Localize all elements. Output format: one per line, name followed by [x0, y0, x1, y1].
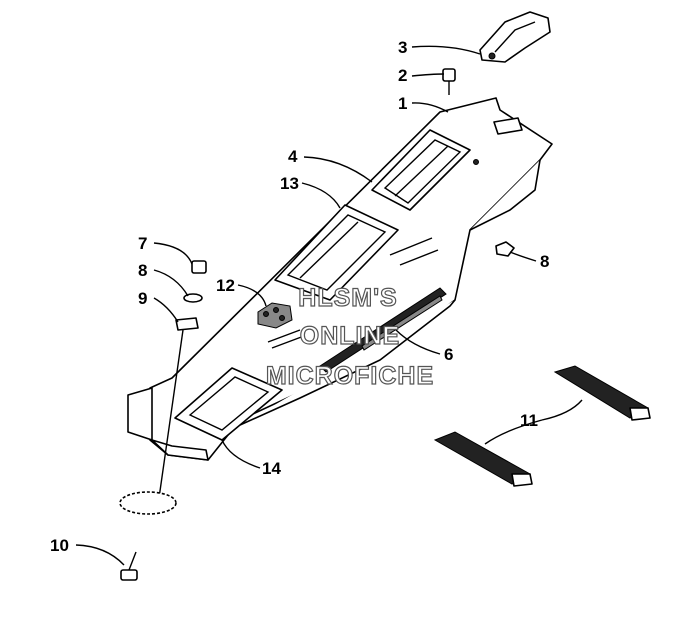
- callout-1: 1: [398, 94, 407, 113]
- callout-6: 6: [444, 345, 453, 364]
- callout-8-left: 8: [138, 261, 147, 280]
- watermark-line-1: HLSM'S: [298, 284, 397, 312]
- callout-12: 12: [216, 276, 235, 295]
- watermark-line-3: MICROFICHE: [266, 362, 434, 390]
- fastener-stack: [157, 260, 207, 506]
- traction-strips: [433, 365, 651, 487]
- callout-10: 10: [50, 536, 69, 555]
- callout-2: 2: [398, 66, 407, 85]
- callout-14: 14: [262, 459, 281, 478]
- callout-4: 4: [288, 147, 298, 166]
- callout-7: 7: [138, 234, 147, 253]
- callout-13: 13: [280, 174, 299, 193]
- callout-labels: 1 2 3 4 6 7 8 9 10 11 12 13 14 8: [50, 38, 549, 555]
- leader-lines: [75, 45, 583, 566]
- cluster-part: [257, 302, 293, 329]
- nut-part: [495, 241, 515, 257]
- callout-3: 3: [398, 38, 407, 57]
- watermark-line-2: ONLINE: [300, 322, 400, 350]
- callout-9: 9: [138, 289, 147, 308]
- callout-11: 11: [520, 411, 538, 430]
- watermark: HLSM'S ONLINE MICROFICHE: [265, 283, 434, 390]
- skid-plate: [127, 97, 553, 461]
- washer-and-bolt: [119, 491, 177, 581]
- plug-part: [442, 68, 456, 95]
- callout-8-right: 8: [540, 252, 549, 271]
- bracket-part: [479, 11, 551, 63]
